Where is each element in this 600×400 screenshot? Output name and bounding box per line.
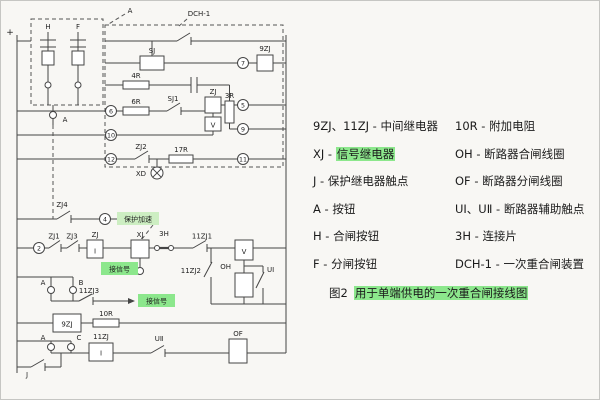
label-6r: 6R [131,98,140,106]
lamp-xd-icon [150,166,164,180]
coil-zj [204,96,222,114]
button-f-body [71,50,85,66]
coil-zj-mid [86,239,104,259]
label-xd: XD [136,170,146,178]
terminal-7: 7 [241,61,245,68]
label-4r: 4R [131,72,140,80]
label-sj: SJ [149,47,156,55]
label-11zj3: 11ZJ3 [79,287,99,295]
box-v-small [204,116,222,132]
terminal-9: 9 [241,127,245,134]
legend-item-f: F - 分闸按钮 [313,256,378,271]
coil-9zj-top [256,54,274,72]
contact-slashes [30,32,265,368]
wires [16,32,287,373]
legend-item-oh: OH - 断路器合闸线圈 [455,146,565,161]
terminals [33,57,249,351]
label-oh: OH [220,263,231,271]
label-a-top: A [128,7,133,15]
label-h: H [45,23,50,31]
label-9zj-top: 9ZJ [259,45,270,53]
label-protection-acceleration: 保护加速 [124,215,152,224]
label-11zj: 11ZJ [93,333,109,341]
component-boxes [41,50,274,364]
label-zj-coil: ZJ [92,231,99,239]
label-v-mid: V [242,248,247,256]
dashed-boxes [30,13,284,240]
label-a-bottom: A [41,334,46,342]
legend-item-a: A - 按钮 [313,201,356,216]
label-coil-i-bottom: I [100,350,102,358]
label-a-signal: A [41,279,46,287]
legend-item-of: OF - 断路器分闸线圈 [455,174,563,188]
button-h-body [41,50,55,66]
terminal-5: 5 [241,103,245,110]
label-3r: 3R [225,92,234,100]
label-c: C [77,334,82,342]
legend-item-9zj-11zj: 9ZJ、11ZJ - 中间继电器 [313,119,438,133]
label-f: F [76,23,80,31]
legend-item-10r: 10R - 附加电阻 [455,119,536,133]
highlight-boxes [101,212,175,307]
legend-item-u1-u2: UⅠ、UⅡ - 断路器辅助触点 [455,201,585,216]
label-sj1: SJ1 [168,95,179,103]
signal-arrow [128,298,135,304]
label-v-small: V [211,122,216,130]
label-xj: XJ [137,231,144,239]
relay-sj [139,55,165,71]
label-to-signal-1: 接信号 [109,265,130,274]
label-b: B [79,279,84,287]
label-zj4: ZJ4 [56,201,68,209]
legend-item-dch-1: DCH-1 - 一次重合闸装置 [455,256,584,271]
label-a-button: A [63,116,68,124]
label-of: OF [233,330,243,338]
label-coil-i-mid: I [94,248,96,256]
diagram-labels: + A H F A DCH-1 SJ 9ZJ 4R 6R SJ1 ZJ V 3R… [6,7,274,379]
label-j: J [25,371,28,379]
terminal-12: 12 [107,157,115,164]
label-17r: 17R [174,146,188,154]
legend-item-h: H - 合闸按钮 [313,229,380,243]
label-10r: 10R [99,310,113,318]
resistor-6r [122,106,150,116]
label-zj3: ZJ3 [66,233,77,241]
label-zj1: ZJ1 [48,233,59,241]
resistor-4r [122,80,150,90]
coil-oh [234,272,254,298]
label-dch-1: DCH-1 [188,10,211,18]
legend-column-right: 10R - 附加电阻 OH - 断路器合闸线圈 OF - 断路器分闸线圈 UⅠ、… [455,119,599,284]
terminal-2: 2 [37,246,41,253]
label-zj: ZJ [210,88,217,96]
circuit-diagram: + A H F A DCH-1 SJ 9ZJ 4R 6R SJ1 ZJ V 3R… [6,7,287,379]
label-plus: + [6,28,14,38]
label-3h: 3H [159,230,169,238]
resistor-3r [224,100,235,124]
label-9zj-signal: 9ZJ [61,321,72,329]
label-u1: UⅠ [267,266,274,274]
label-11zj1: 11ZJ1 [192,233,212,241]
label-to-signal-2: 接信号 [146,297,167,306]
legend-item-3h: 3H - 连接片 [455,229,517,243]
terminal-4: 4 [103,217,107,224]
legend-column-left: 9ZJ、11ZJ - 中间继电器 XJ - 信号继电器 J - 保护继电器触点 … [313,119,451,284]
terminal-10: 10 [107,133,115,140]
coil-11zj [88,342,114,362]
relay-xj [130,239,150,259]
label-11zj2: 11ZJ2 [181,267,201,275]
coil-9zj-signal [52,313,82,333]
legend-item-xj: XJ - 信号继电器 [313,146,396,161]
coil-of [228,338,248,364]
resistor-10r [92,318,120,328]
terminal-11: 11 [239,157,247,164]
legend-item-j: J - 保护继电器触点 [313,174,409,188]
label-u2: UⅡ [155,335,164,343]
box-v-mid [234,239,254,261]
contact-ticks [44,37,208,371]
resistor-17r [168,154,194,164]
label-zj2: ZJ2 [135,143,146,151]
terminal-6: 6 [109,109,113,116]
